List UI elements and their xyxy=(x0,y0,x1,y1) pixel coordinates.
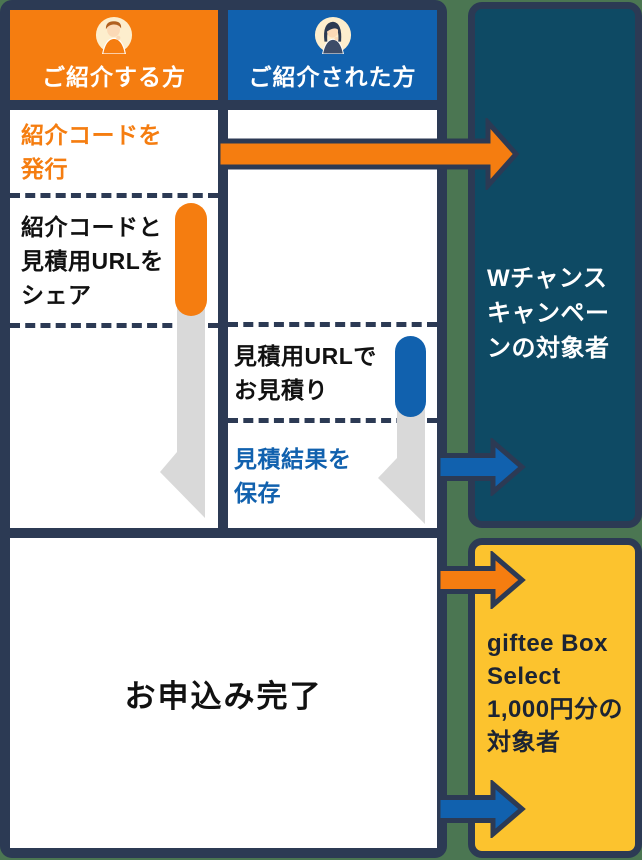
step-save-result-label: 見積結果を 保存 xyxy=(234,445,352,506)
referred-header: ご紹介された方 xyxy=(228,10,437,100)
orange-arrow-to-giftee-icon xyxy=(438,551,526,609)
referrer-arrow-start-capsule xyxy=(175,203,207,316)
referred-empty-cell xyxy=(228,110,437,327)
application-complete-label: お申込み完了 xyxy=(124,678,323,714)
blue-arrow-to-giftee-icon xyxy=(438,780,526,838)
referrer-header-label: ご紹介する方 xyxy=(42,64,186,90)
referred-header-label: ご紹介された方 xyxy=(248,64,417,90)
referrer-header: ご紹介する方 xyxy=(10,10,218,100)
referrer-down-arrow-icon xyxy=(160,295,205,518)
step-share-code: 紹介コードと 見積用URLを シェア xyxy=(10,198,218,328)
avatar-female-icon xyxy=(314,16,351,54)
step-issue-code-label: 紹介コードを 発行 xyxy=(21,121,162,182)
avatar-male-icon xyxy=(95,16,133,54)
giftee-label: giftee Box Select 1,000円分の 対象者 xyxy=(487,630,624,756)
referred-arrow-start-capsule xyxy=(395,336,426,417)
step-share-code-label: 紹介コードと 見積用URLを シェア xyxy=(21,213,164,308)
outcome-panel-wchance: Wチャンス キャンペー ンの対象者 xyxy=(468,2,642,528)
blue-arrow-to-wchance-icon xyxy=(438,438,526,496)
step-issue-code: 紹介コードを 発行 xyxy=(10,110,218,198)
referred-down-arrow-icon xyxy=(378,400,425,524)
step-application-complete: お申込み完了 xyxy=(10,538,437,848)
step-save-result: 見積結果を 保存 xyxy=(228,423,437,528)
step-estimate: 見積用URLで お見積り xyxy=(228,327,437,423)
orange-arrow-to-wchance-icon xyxy=(218,118,520,190)
step-estimate-label: 見積用URLで お見積り xyxy=(234,342,377,403)
wchance-label: Wチャンス キャンペー ンの対象者 xyxy=(487,265,610,362)
